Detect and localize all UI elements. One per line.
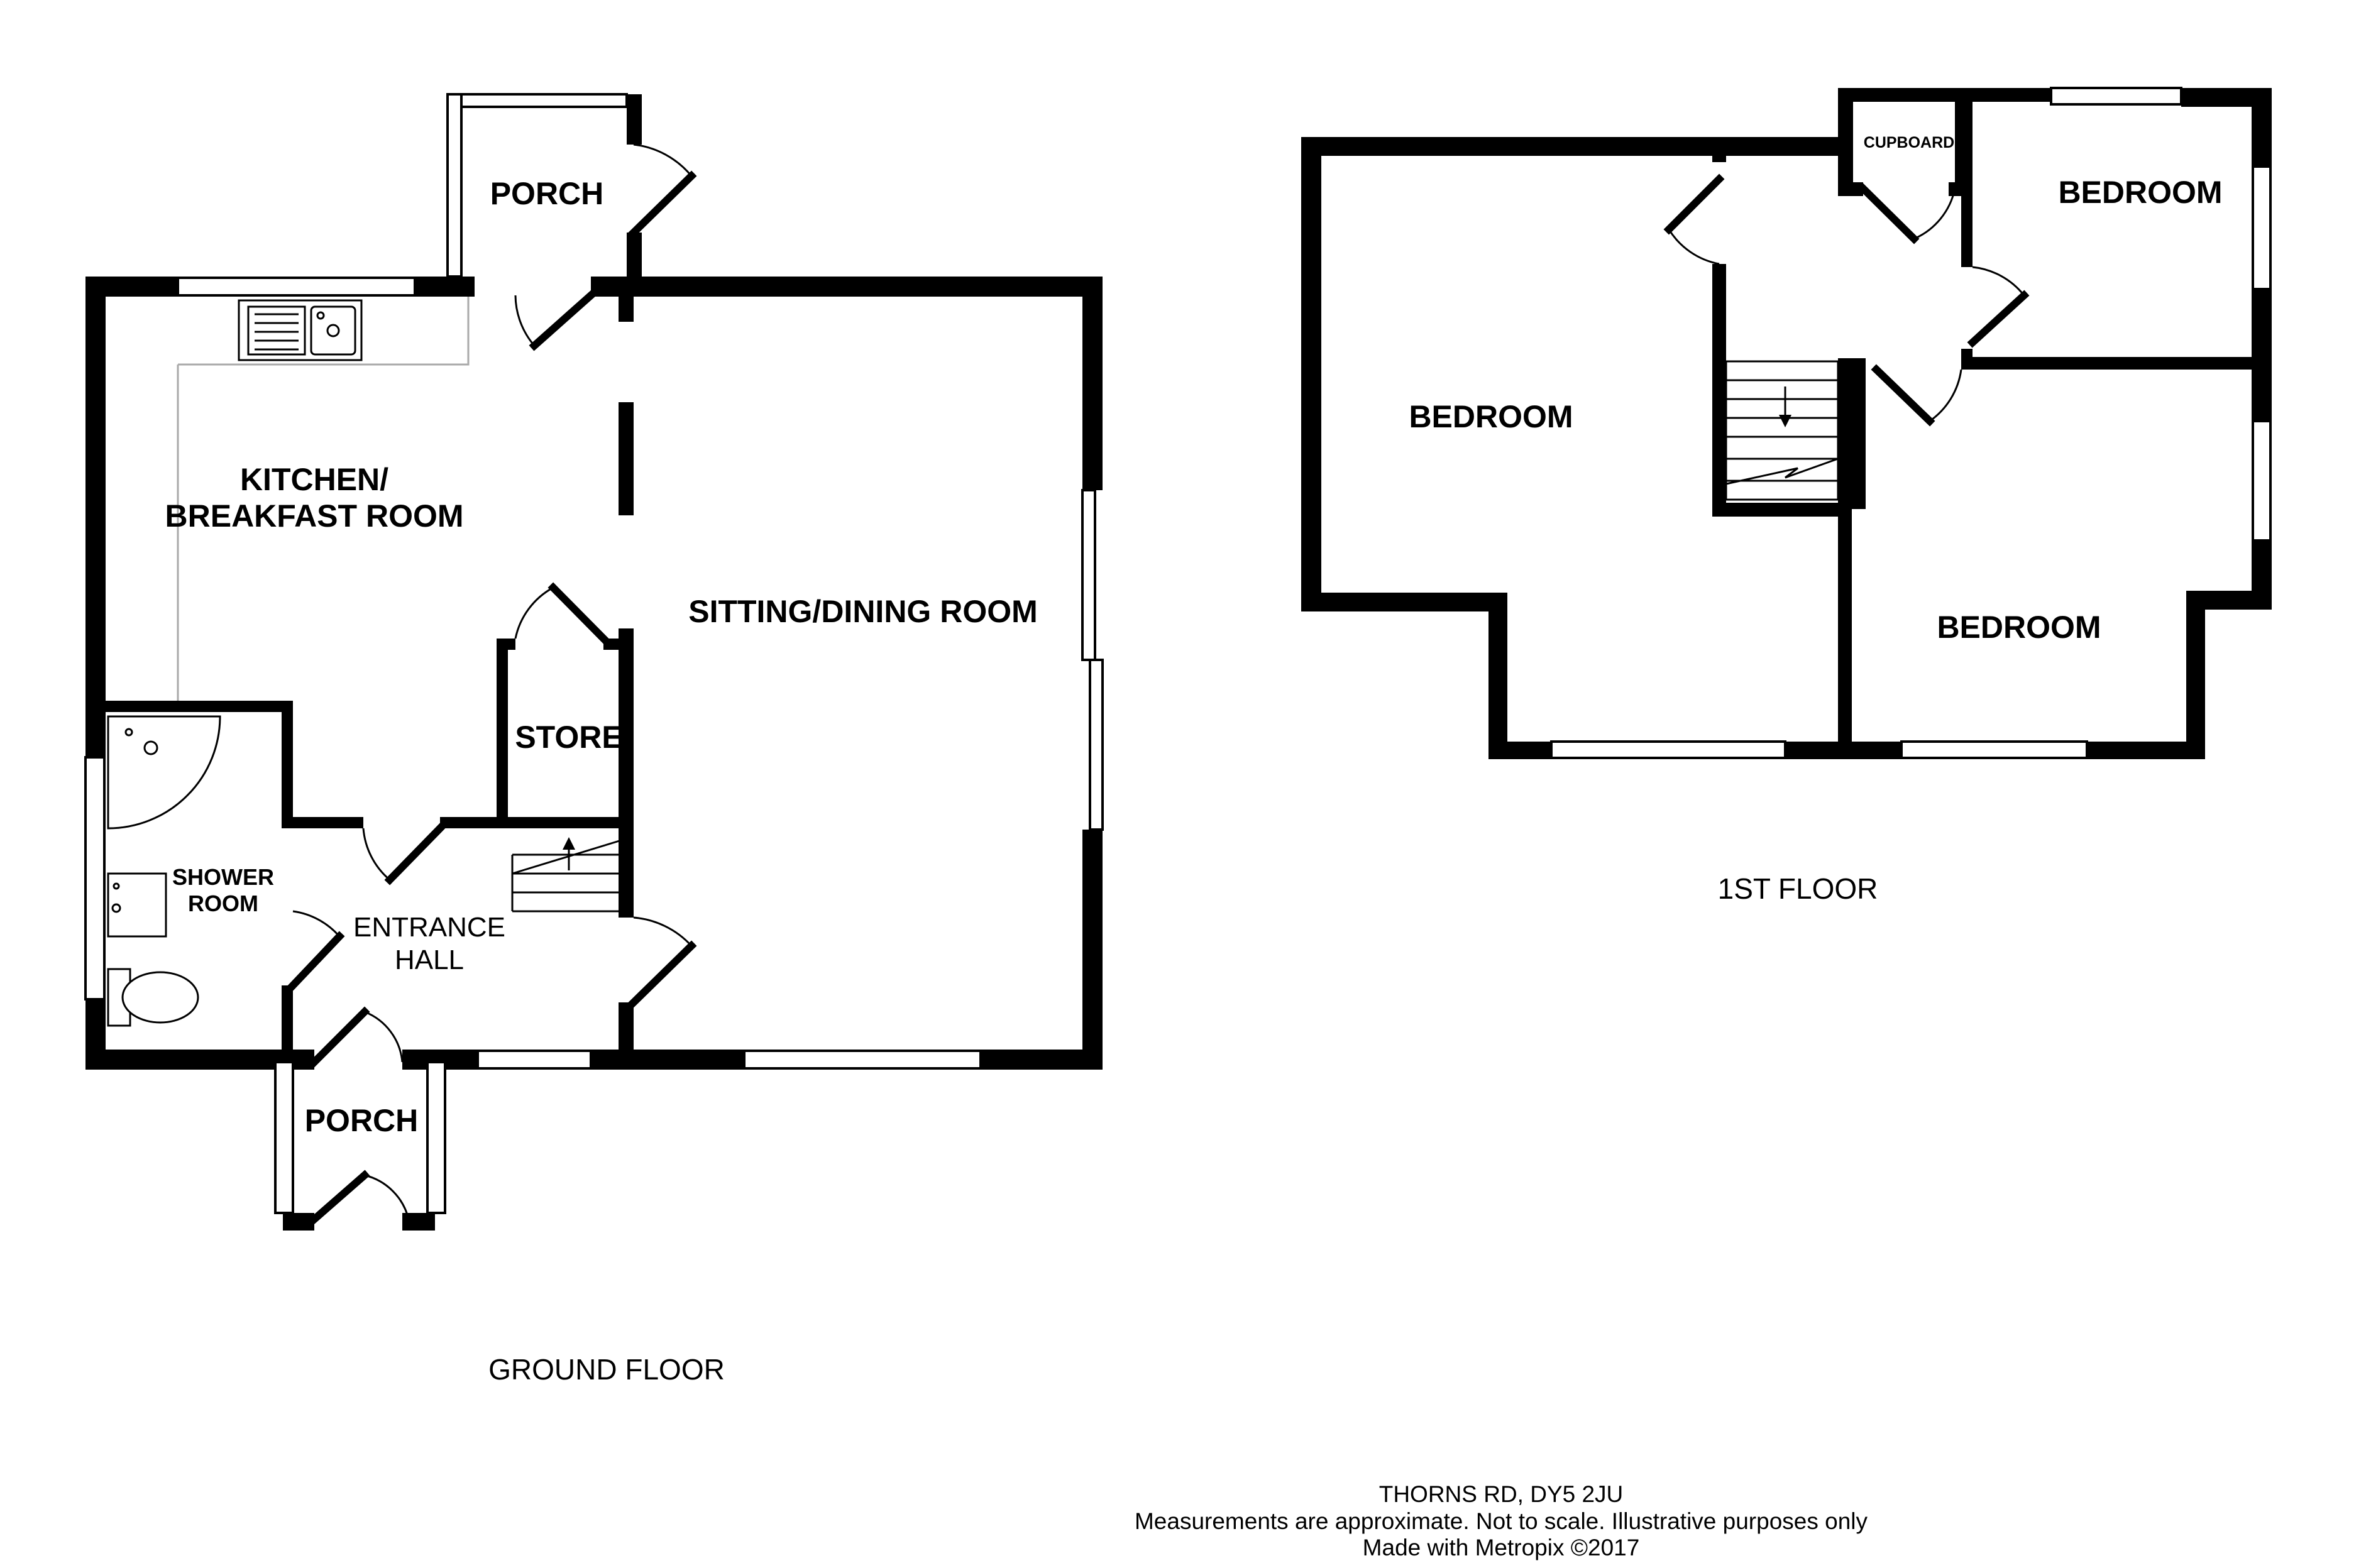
bedroom-top-right-label: BEDROOM — [2058, 175, 2222, 210]
ground-floor-walls — [85, 94, 1103, 1231]
sink-icon — [238, 299, 363, 361]
first-stairs-icon — [1725, 360, 1839, 501]
porch-top-window — [446, 93, 628, 108]
bedroom-bottom-right-window — [1900, 740, 2088, 759]
ground-floor-windows — [84, 93, 1104, 1214]
kitchen-label-line2: BREAKFAST ROOM — [165, 498, 464, 534]
sitting-room-window-side-2 — [1089, 659, 1104, 831]
hall-window — [476, 1050, 592, 1070]
bedroom-top-right-window-side — [2252, 165, 2272, 290]
kitchen-label-line1: KITCHEN/ — [240, 462, 388, 497]
porch-top-side-window — [446, 93, 463, 278]
porch-bottom-label: PORCH — [305, 1103, 419, 1138]
shower-room-window — [84, 756, 106, 1001]
ground-floor-doors — [287, 143, 697, 1225]
porch-bottom-window-left — [274, 1061, 294, 1214]
shower-room-label-line2: ROOM — [188, 891, 258, 916]
bedroom-top-right-window-top — [2050, 87, 2182, 106]
shower-tray-icon — [107, 715, 221, 830]
ground-floor-plan: PORCH KITCHEN/ BREAKFAST ROOM SITTING/DI… — [84, 93, 1104, 1386]
toilet-bowl-icon — [121, 971, 199, 1024]
sitting-room-window-side-1 — [1081, 489, 1096, 661]
ground-floor-caption: GROUND FLOOR — [488, 1353, 725, 1386]
store-label: STORE — [515, 720, 622, 755]
entrance-hall-label-line1: ENTRANCE — [353, 912, 505, 943]
shower-room-fittings — [107, 715, 221, 1027]
first-floor-windows — [1550, 87, 2272, 759]
sitting-room-label: SITTING/DINING ROOM — [688, 594, 1038, 629]
cupboard-label: CUPBOARD — [1864, 134, 1954, 151]
bedroom-bottom-right-window-side — [2252, 420, 2272, 542]
kitchen-fittings — [177, 297, 470, 701]
entrance-hall-label-line2: HALL — [395, 945, 464, 975]
first-floor-caption: 1ST FLOOR — [1718, 872, 1878, 905]
credit-text: Made with Metropix ©2017 — [1363, 1535, 1640, 1560]
first-floor-plan: BEDROOM CUPBOARD BEDROOM BEDROOM 1ST FLO… — [1301, 87, 2272, 905]
bedroom-bottom-right-label: BEDROOM — [1937, 610, 2101, 645]
first-floor-doors — [1663, 173, 2030, 427]
sitting-room-window-bottom — [743, 1050, 982, 1070]
first-floor-walls — [1301, 88, 2272, 759]
bedroom-left-window — [1550, 740, 1786, 759]
bedroom-left-label: BEDROOM — [1409, 399, 1573, 434]
shower-room-label-line1: SHOWER — [172, 864, 274, 890]
porch-bottom-window-right — [426, 1061, 446, 1214]
kitchen-window — [177, 277, 416, 297]
footer: THORNS RD, DY5 2JU Measurements are appr… — [1135, 1481, 1868, 1560]
disclaimer-text: Measurements are approximate. Not to sca… — [1135, 1508, 1868, 1534]
ground-stairs-icon — [511, 837, 626, 913]
porch-top-label: PORCH — [490, 176, 604, 211]
address-text: THORNS RD, DY5 2JU — [1379, 1481, 1624, 1507]
